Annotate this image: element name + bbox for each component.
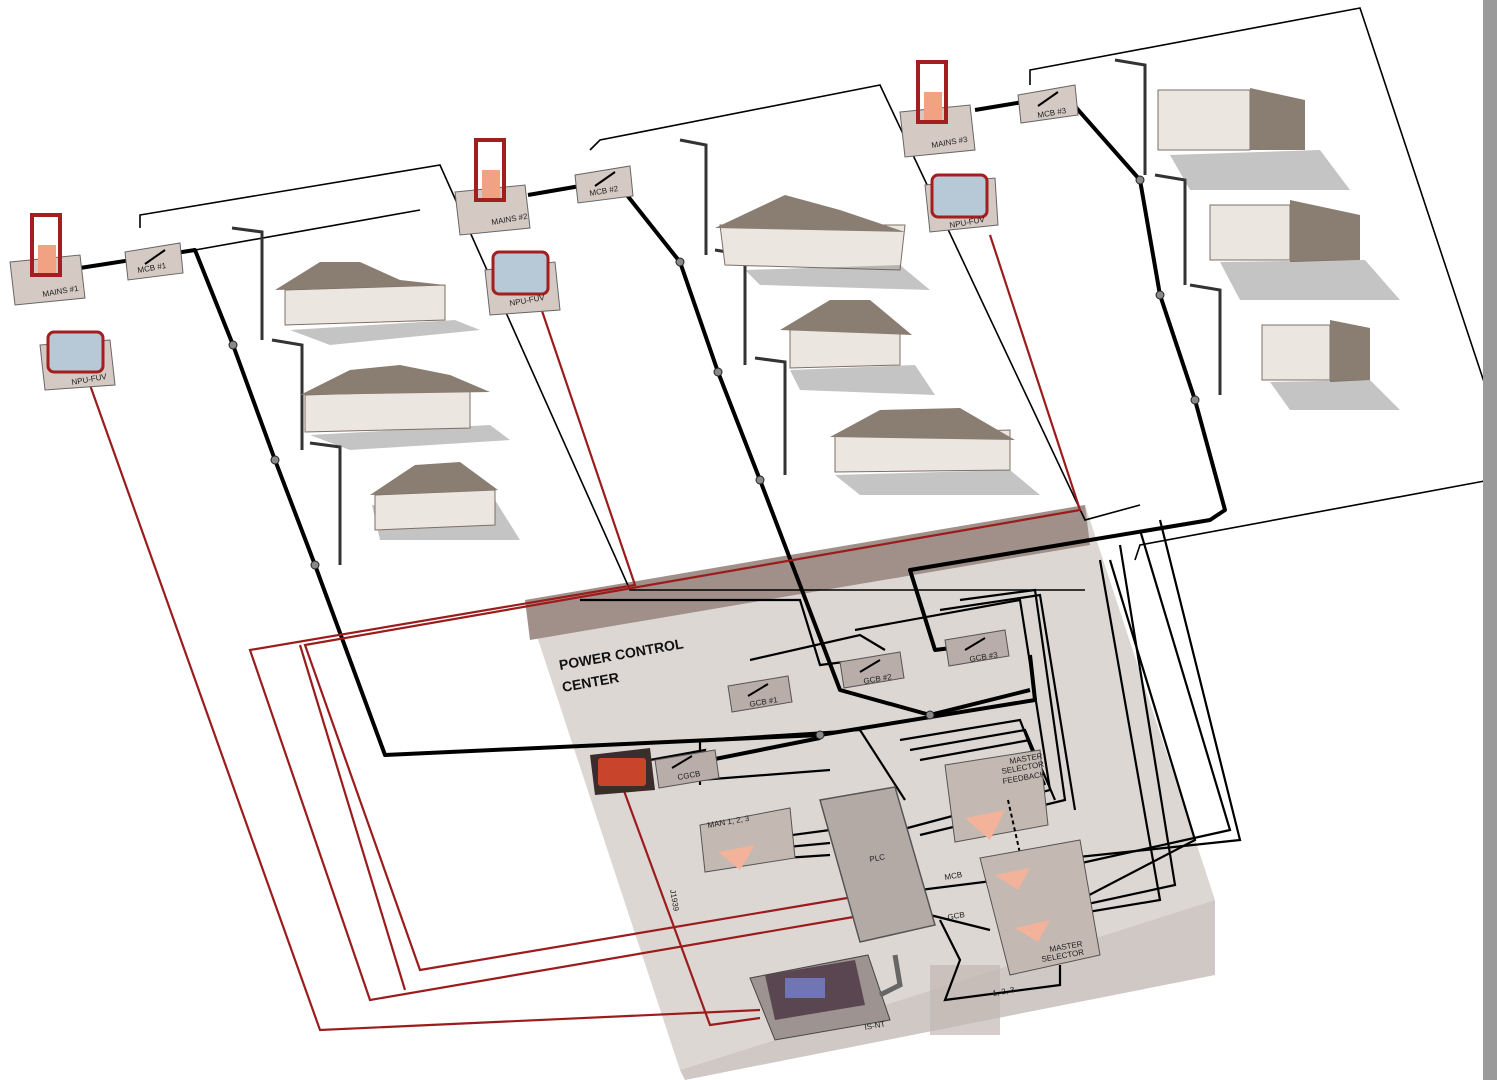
is-nt-label: IS-NT	[864, 1019, 886, 1032]
npu-1	[39, 330, 116, 391]
plc-label: PLC	[869, 852, 886, 864]
gcb-2	[839, 651, 905, 689]
gcb-3	[944, 629, 1010, 667]
mcb-1	[124, 242, 184, 281]
mcb-2	[574, 165, 634, 204]
comm-lines	[88, 234, 1082, 1032]
gcb-1	[727, 675, 793, 713]
signal-mcb-label: MCB	[944, 870, 963, 882]
junction-nodes	[228, 175, 1200, 740]
mains-3	[899, 60, 976, 158]
master-feedback-selector	[944, 749, 1049, 921]
is-nt-controller	[749, 954, 891, 1041]
buildings-zone-3	[1157, 88, 1400, 410]
cgcb	[654, 749, 720, 789]
plc-block	[819, 786, 936, 943]
generator	[590, 748, 655, 795]
mains-2	[454, 138, 531, 236]
npu-3	[924, 173, 999, 233]
street-lamps	[231, 58, 1222, 565]
plc-isnt-link	[878, 954, 903, 998]
npu-2	[484, 250, 561, 316]
signal-123-label: 1, 2, 3	[992, 985, 1016, 998]
houses-zone-1	[275, 262, 520, 540]
master-selector	[979, 839, 1101, 976]
right-scrollbar[interactable]	[1483, 0, 1497, 1080]
mains-1	[9, 213, 86, 306]
cgcb-label: CGCB	[677, 769, 701, 782]
houses-zone-2	[715, 195, 1040, 495]
mcb-3	[1017, 84, 1079, 124]
signal-gcb-label: GCB	[947, 910, 966, 922]
man-selector	[699, 807, 796, 873]
signal-j1939-label: J1939	[668, 889, 681, 913]
